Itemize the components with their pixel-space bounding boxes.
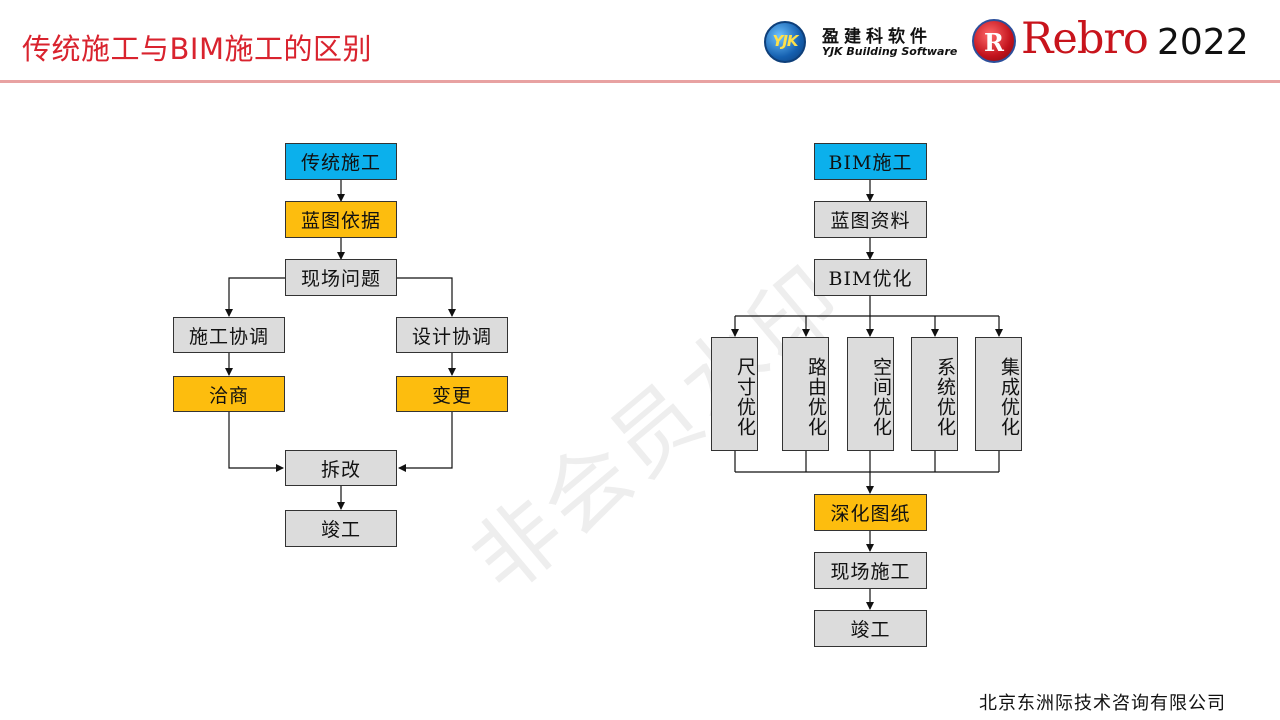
node-construction-coordination: 施工协调 bbox=[173, 317, 285, 353]
title-divider bbox=[0, 80, 1280, 83]
node-bim-optimization: BIM优化 bbox=[814, 259, 927, 296]
yjk-logo-chinese: 盈建科软件 bbox=[822, 27, 932, 47]
rebro-logo-icon: R bbox=[972, 19, 1016, 63]
node-onsite-construction: 现场施工 bbox=[814, 552, 927, 589]
node-blueprint-data: 蓝图资料 bbox=[814, 201, 927, 238]
node-design-coordination: 设计协调 bbox=[396, 317, 508, 353]
node-detailed-drawings: 深化图纸 bbox=[814, 494, 927, 531]
yjk-logo-mark: YJK bbox=[772, 32, 798, 50]
node-blueprint-basis: 蓝图依据 bbox=[285, 201, 397, 238]
node-site-issues: 现场问题 bbox=[285, 259, 397, 296]
node-route-optimization: 路由优化 bbox=[782, 337, 829, 451]
node-completion-right: 竣工 bbox=[814, 610, 927, 647]
page-title: 传统施工与BIM施工的区别 bbox=[22, 32, 372, 66]
rebro-logo-year: 2022 bbox=[1157, 22, 1249, 63]
node-traditional-construction: 传统施工 bbox=[285, 143, 397, 180]
node-bim-construction: BIM施工 bbox=[814, 143, 927, 180]
node-system-optimization: 系统优化 bbox=[911, 337, 958, 451]
node-space-optimization: 空间优化 bbox=[847, 337, 894, 451]
company-footer: 北京东洲际技术咨询有限公司 bbox=[979, 693, 1226, 714]
node-integration-optimization: 集成优化 bbox=[975, 337, 1022, 451]
yjk-logo-english: YJK Building Software bbox=[822, 45, 958, 58]
node-rework: 拆改 bbox=[285, 450, 397, 486]
node-size-optimization: 尺寸优化 bbox=[711, 337, 758, 451]
node-negotiation: 洽商 bbox=[173, 376, 285, 412]
node-completion-left: 竣工 bbox=[285, 510, 397, 547]
yjk-logo-icon: YJK bbox=[764, 21, 806, 63]
rebro-logo-word: Rebro bbox=[1021, 14, 1149, 64]
node-change: 变更 bbox=[396, 376, 508, 412]
